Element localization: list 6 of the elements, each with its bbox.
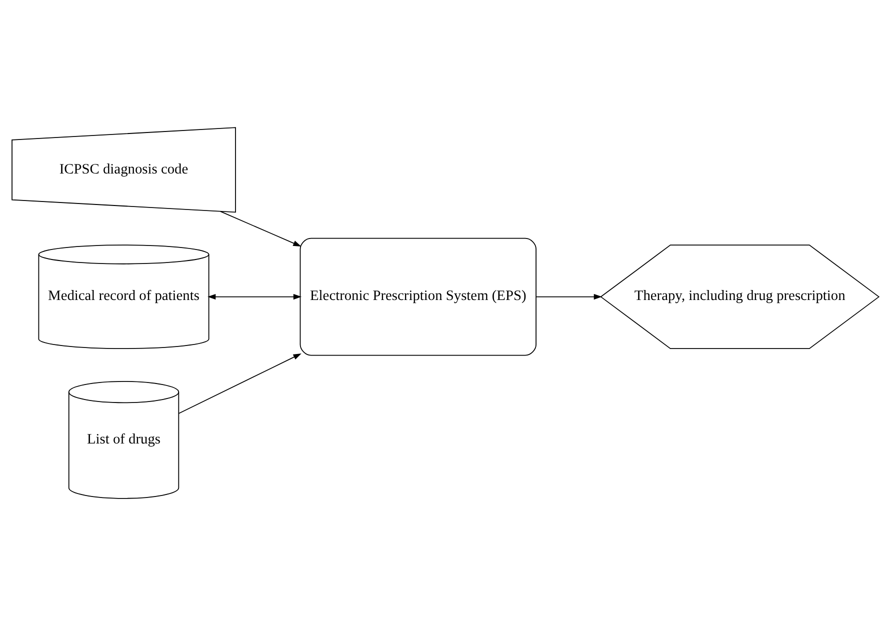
- arrow: [220, 210, 302, 246]
- arrow: [178, 352, 302, 414]
- arrow: [536, 293, 602, 300]
- arrow: [208, 293, 302, 300]
- node-box: ICPSC diagnosis code: [12, 126, 236, 212]
- node-box: Electronic Prescription System (EPS): [300, 237, 536, 356]
